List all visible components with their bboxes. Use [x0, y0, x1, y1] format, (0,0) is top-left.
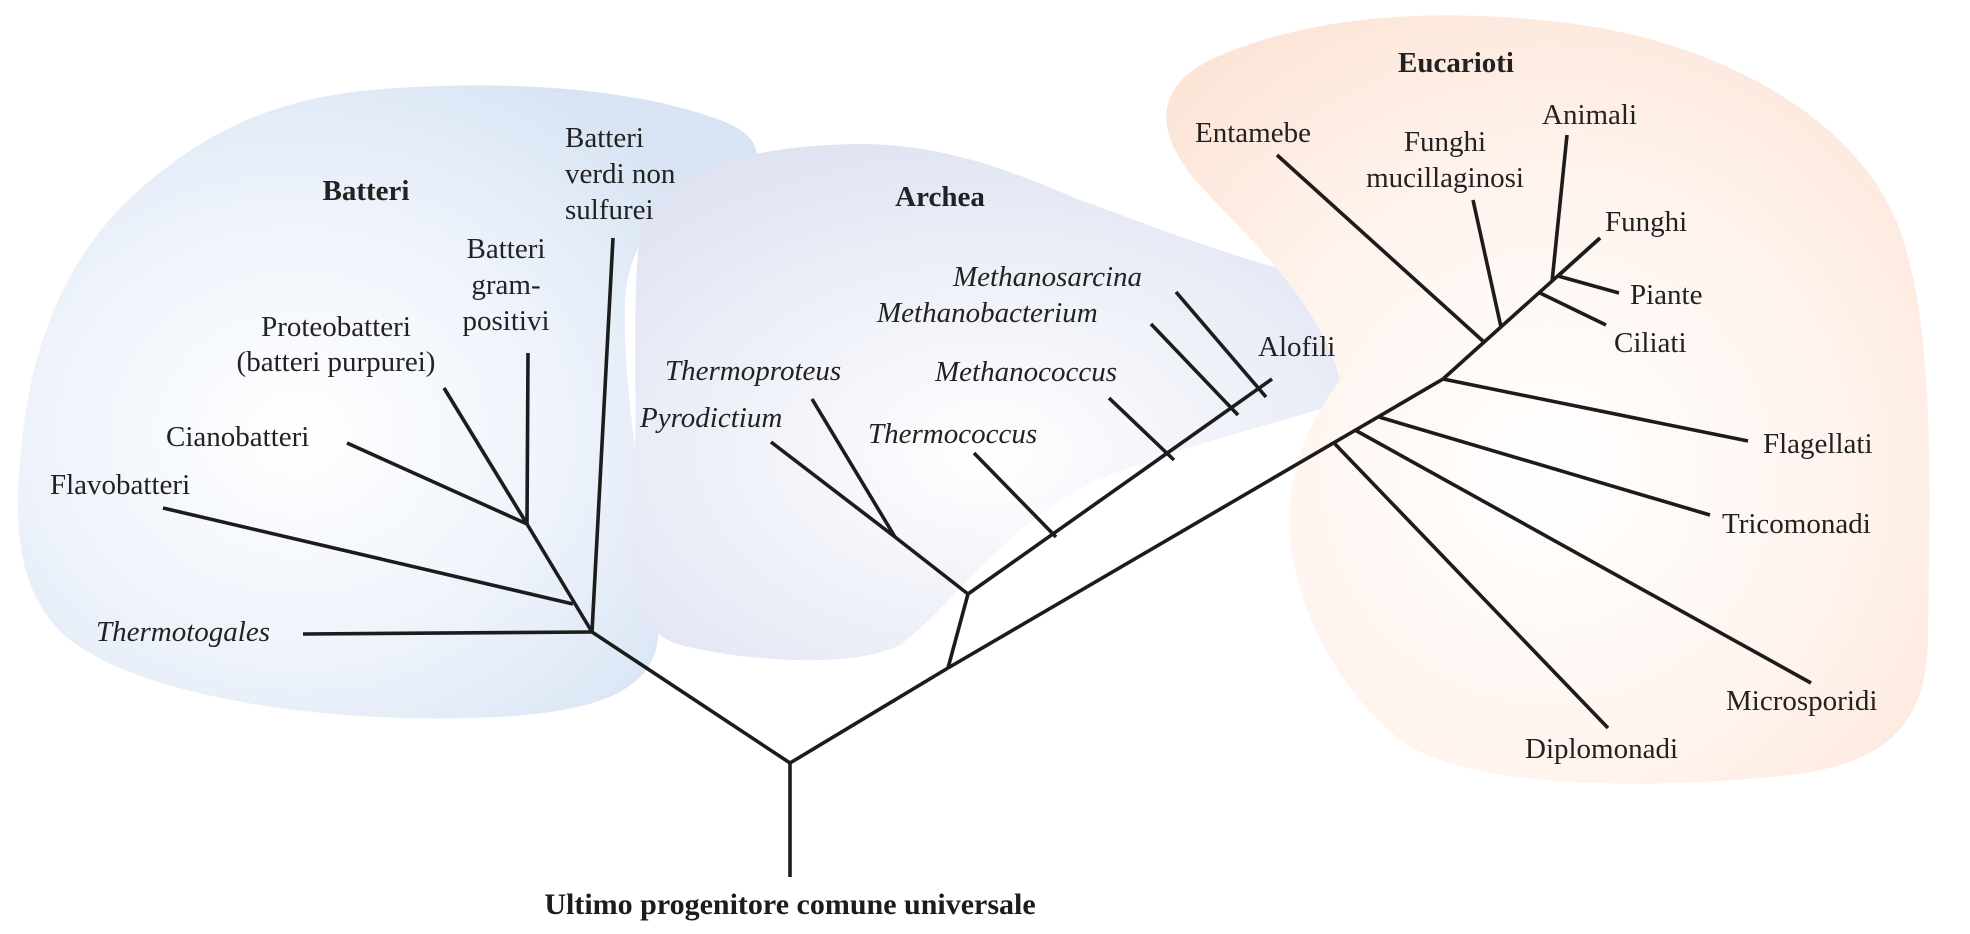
- branch-cyanobacteria: [346, 441, 528, 526]
- label-green-nonsulfur-1: Batteri: [565, 122, 644, 154]
- label-proteobacteria-2: (batteri purpurei): [237, 346, 436, 378]
- tree-branches: [162, 134, 1812, 877]
- label-methanococcus: Methanococcus: [934, 356, 1117, 388]
- branch-gram-positive: [525, 352, 530, 525]
- branch-ciliates: [1539, 291, 1607, 327]
- label-ciliates: Ciliati: [1614, 327, 1687, 359]
- label-methanobacterium: Methanobacterium: [876, 297, 1098, 329]
- label-entamoebae: Entamebe: [1195, 117, 1311, 149]
- branch-trichomonads: [1378, 415, 1711, 517]
- branch-proteobacteria: [442, 387, 529, 525]
- branch-microsporidia: [1354, 428, 1812, 685]
- branch-methanococcus: [1107, 396, 1176, 462]
- label-flavobacteria: Flavobatteri: [50, 469, 190, 501]
- branch-thermotogales: [302, 630, 593, 636]
- branch-pyrodictium: [769, 440, 897, 539]
- trunk-left: [591, 630, 791, 765]
- branch-archaea-main: [966, 377, 1274, 596]
- label-flagellates: Flagellati: [1763, 428, 1873, 460]
- branch-thermococcus: [972, 451, 1058, 539]
- branch-methanobacterium: [1149, 322, 1240, 417]
- label-plants: Piante: [1630, 279, 1703, 311]
- label-trichomonads: Tricomonadi: [1722, 508, 1871, 540]
- label-diplomonads: Diplomonadi: [1525, 733, 1678, 765]
- label-gram-positive-3: positivi: [462, 305, 549, 337]
- branch-flavobacteria: [162, 506, 574, 606]
- label-green-nonsulfur-2: verdi non: [565, 158, 676, 190]
- archaea-region: [629, 144, 1428, 661]
- bacteria-region: [17, 85, 757, 719]
- branch-green-nonsulfur: [590, 237, 615, 633]
- root-label: Ultimo progenitore comune universale: [544, 888, 1035, 921]
- label-proteobacteria-1: Proteobatteri: [261, 311, 411, 343]
- branch-fungi: [1556, 236, 1602, 278]
- label-gram-positive-1: Batteri: [467, 233, 546, 265]
- branch-entamoebae: [1275, 153, 1486, 344]
- branch-bacteria-main: [525, 523, 594, 633]
- branch-slime-molds: [1471, 199, 1503, 328]
- label-slime-molds-2: mucillaginosi: [1366, 162, 1524, 194]
- domain-title-eukaryotes: Eucarioti: [1398, 47, 1514, 79]
- label-methanosarcina: Methanosarcina: [952, 261, 1142, 293]
- label-gram-positive-2: gram-: [471, 269, 540, 301]
- branch-thermoproteus: [810, 398, 897, 538]
- label-thermoproteus: Thermoproteus: [665, 355, 841, 387]
- label-thermococcus: Thermococcus: [868, 418, 1037, 450]
- branch-archaea-stem: [946, 593, 970, 669]
- trunk-right: [789, 666, 949, 765]
- label-animals: Animali: [1542, 99, 1637, 131]
- label-fungi: Funghi: [1605, 206, 1687, 238]
- branch-methanosarcina: [1174, 290, 1268, 399]
- branch-plants: [1557, 274, 1620, 295]
- domain-title-archaea: Archea: [895, 181, 985, 213]
- branch-animals: [1550, 134, 1569, 283]
- domain-title-bacteria: Batteri: [323, 175, 410, 207]
- trunk-eukarya: [947, 377, 1444, 670]
- label-cyanobacteria: Cianobatteri: [166, 421, 309, 453]
- branch-diplomonads: [1333, 442, 1610, 730]
- label-microsporidia: Microsporidi: [1726, 685, 1877, 717]
- label-green-nonsulfur-3: sulfurei: [565, 194, 654, 226]
- branch-crenarchaea: [893, 535, 970, 596]
- label-thermotogales: Thermotogales: [96, 616, 270, 648]
- label-pyrodictium: Pyrodictium: [639, 402, 782, 434]
- label-halophiles: Alofili: [1258, 331, 1335, 363]
- label-slime-molds-1: Funghi: [1404, 126, 1486, 158]
- branch-flagellates: [1442, 377, 1749, 443]
